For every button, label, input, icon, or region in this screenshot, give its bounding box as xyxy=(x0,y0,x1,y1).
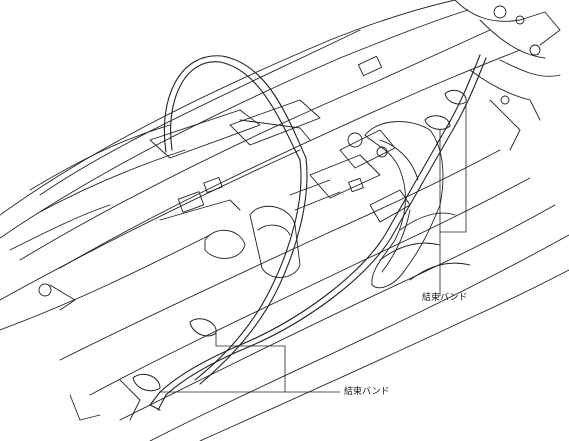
main-harness xyxy=(149,54,487,411)
wrap-cloth xyxy=(364,121,444,289)
cable-ties xyxy=(132,89,467,392)
cable-tie-top xyxy=(444,89,467,105)
cable-tie-label-upper: 結束バンド xyxy=(422,293,468,303)
cable-tie-label-lower: 結束バンド xyxy=(344,387,390,397)
cable-tie-upper xyxy=(424,115,451,130)
leader-lines xyxy=(159,103,467,393)
cable-tie-lower xyxy=(132,373,161,392)
harness-loop xyxy=(163,55,308,385)
